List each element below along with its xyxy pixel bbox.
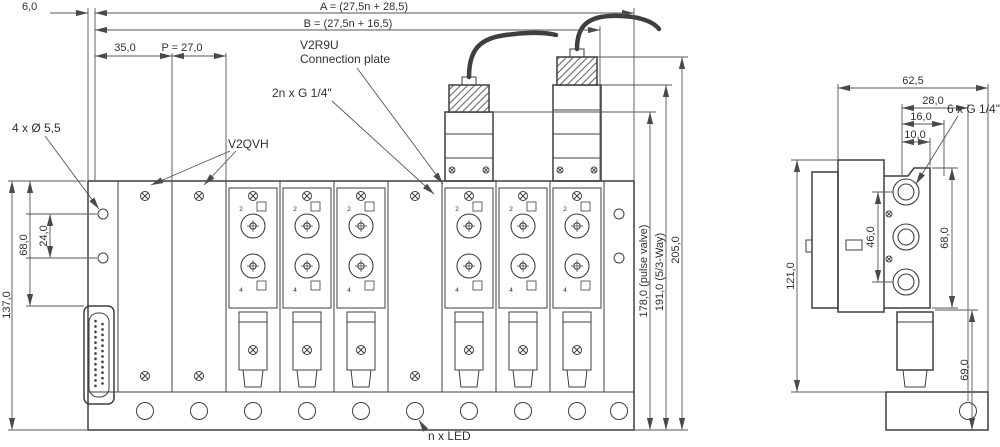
- dim-label-b: B = (27,5n + 16,5): [304, 18, 393, 30]
- led: [136, 402, 154, 420]
- side-view: 62,5 28,0 16,0 10,0 121,0 46,0 68,0 69,0…: [785, 75, 1000, 431]
- callout-valve-series: V2QVH: [228, 137, 269, 151]
- dim-label-24: 24,0: [38, 225, 50, 246]
- mounting-hole: [97, 208, 109, 220]
- dim-label-pitch: P = 27,0: [161, 42, 202, 54]
- pulse-valve-tower: [444, 30, 559, 182]
- port-number-top: 2: [293, 206, 297, 213]
- led: [568, 402, 586, 420]
- port-number-bottom: 4: [239, 287, 243, 294]
- led: [406, 402, 424, 420]
- callout-connection-plate-1: V2R9U: [300, 38, 339, 52]
- side-port: [892, 178, 920, 206]
- valve-station: [553, 188, 601, 387]
- side-port: [892, 268, 920, 296]
- valve-stations: 2 2 2 2 2 2 4 4 4 4 4 4: [140, 188, 602, 387]
- port-number-top: 2: [239, 206, 243, 213]
- dim-label-137: 137,0: [1, 291, 13, 319]
- dim-label-69: 69,0: [959, 359, 971, 380]
- led: [460, 402, 478, 420]
- dim-label-margin: 35,0: [114, 42, 135, 54]
- port-number-bottom: 4: [455, 287, 459, 294]
- led: [190, 402, 208, 420]
- port-number-bottom: 4: [509, 287, 513, 294]
- callout-mounting-holes: 4 x Ø 5,5: [12, 121, 61, 135]
- port-number-top: 2: [509, 206, 513, 213]
- mounting-hole: [613, 252, 625, 264]
- dim-label-10: 10,0: [904, 129, 925, 141]
- dim-label-68: 68,0: [18, 234, 30, 255]
- callout-ports: 2n x G 1/4": [272, 86, 332, 100]
- port-number-top: 2: [347, 206, 351, 213]
- led: [514, 402, 532, 420]
- valve-station: [337, 188, 385, 387]
- side-port: [892, 223, 920, 251]
- port-number-bottom: 4: [563, 287, 567, 294]
- callout-side-ports: 6 x G 1/4": [947, 102, 1000, 116]
- port-number-top: 2: [563, 206, 567, 213]
- callout-connection-plate-2: Connection plate: [300, 52, 390, 66]
- dim-label-offset: 6,0: [22, 1, 37, 13]
- front-view: 2 2 2 2 2 2 4 4 4 4 4 4: [1, 1, 688, 443]
- dim-label-191-53way: 191,0 (5/3-Way): [654, 233, 666, 311]
- side-callouts: 6 x G 1/4": [915, 102, 1000, 185]
- port-number-top: 2: [455, 206, 459, 213]
- solenoid-connector: [448, 84, 490, 113]
- dim-label-178-pulse: 178,0 (pulse valve): [638, 225, 650, 318]
- callout-led: n x LED: [428, 429, 471, 443]
- dim-label-46: 46,0: [865, 226, 877, 247]
- port-number-bottom: 4: [293, 287, 297, 294]
- led: [959, 402, 977, 420]
- mounting-hole: [97, 252, 109, 264]
- side-body: [805, 159, 931, 313]
- dsub-connector: [83, 305, 115, 405]
- solenoid-connector: [556, 56, 598, 86]
- side-lower-assembly: [885, 311, 989, 431]
- front-dimensions: 6,0 A = (27,5n + 28,5) B = (27,5n + 16,5…: [1, 1, 688, 431]
- dim-label-121: 121,0: [785, 262, 797, 290]
- dim-label-16: 16,0: [910, 111, 931, 123]
- front-callouts: 4 x Ø 5,5 V2QVH 2n x G 1/4" V2R9U Connec…: [12, 38, 471, 443]
- five-three-way-tower: [552, 13, 662, 182]
- dim-label-62-5: 62,5: [902, 75, 923, 87]
- dim-label-68-side: 68,0: [939, 227, 951, 248]
- led: [610, 402, 628, 420]
- led: [352, 402, 370, 420]
- led: [244, 402, 262, 420]
- valve-station: [283, 188, 331, 387]
- cable: [574, 13, 662, 52]
- valve-station: [229, 188, 277, 387]
- side-dimensions: 62,5 28,0 16,0 10,0 121,0 46,0 68,0 69,0: [785, 75, 989, 430]
- manifold-baseplate: [87, 180, 635, 431]
- port-number-bottom: 4: [347, 287, 351, 294]
- dim-label-28: 28,0: [922, 95, 943, 107]
- dim-label-a: A = (27,5n + 28,5): [320, 1, 408, 13]
- led-row: [136, 402, 628, 420]
- led: [298, 402, 316, 420]
- mounting-hole: [613, 208, 625, 220]
- valve-station: [445, 188, 493, 387]
- valve-station: [499, 188, 547, 387]
- dim-label-205: 205,0: [670, 236, 682, 264]
- cable: [466, 30, 559, 80]
